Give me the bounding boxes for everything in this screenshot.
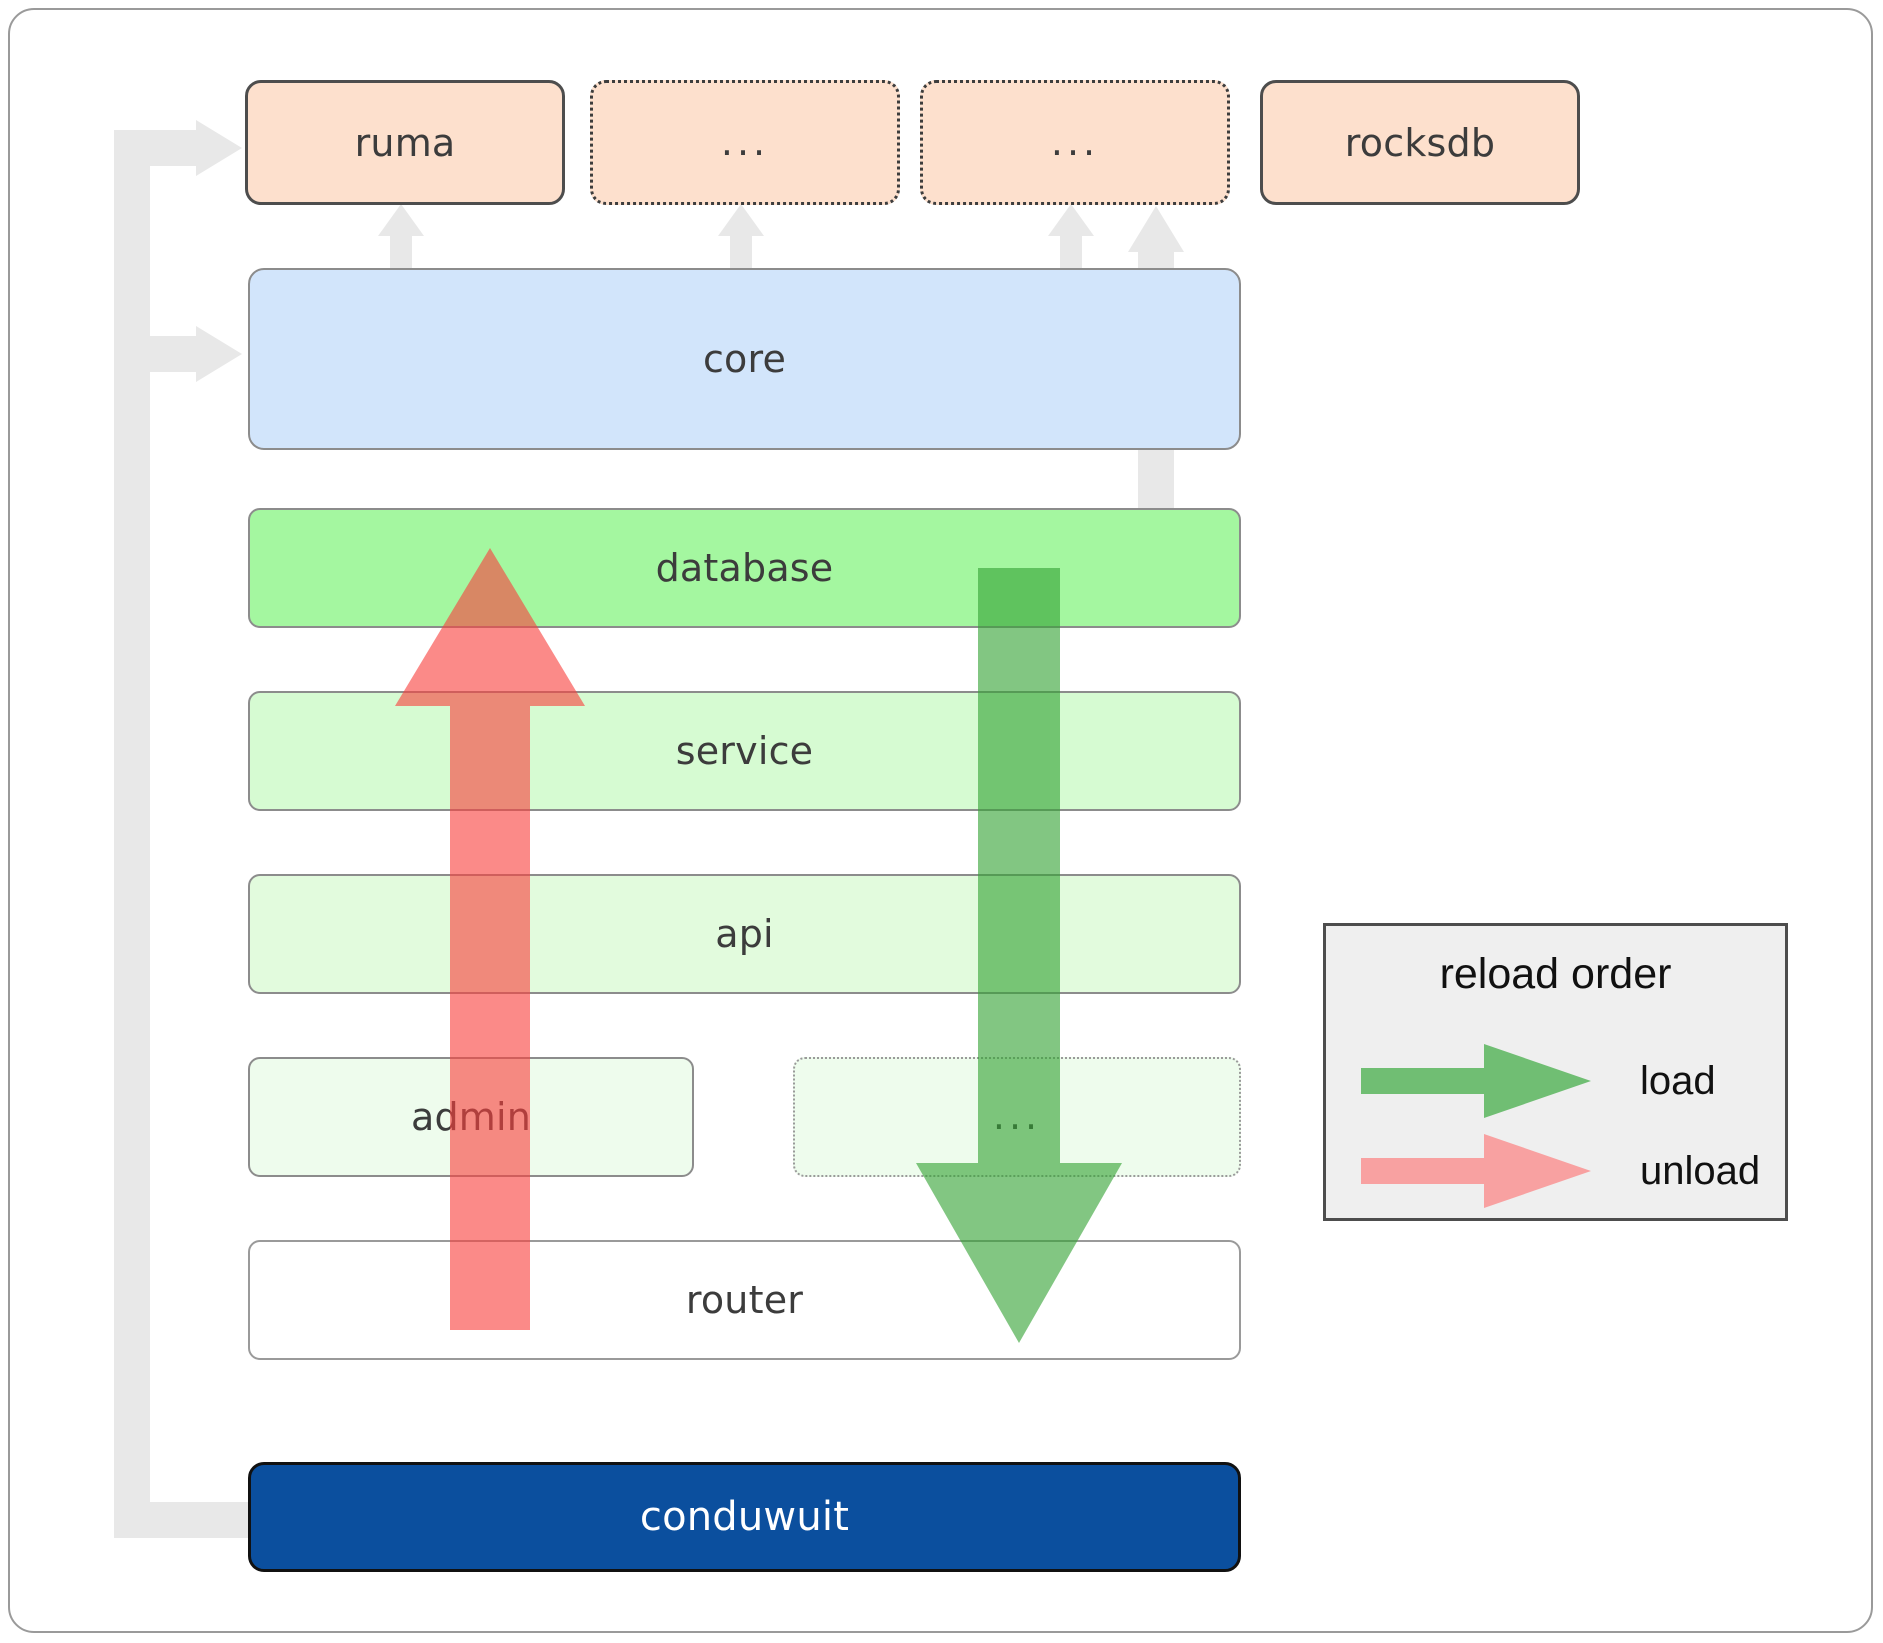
node-label: router xyxy=(685,1278,804,1322)
node-label: database xyxy=(655,546,834,590)
node-rocksdb[interactable]: rocksdb xyxy=(1260,80,1580,205)
load-arrow-icon xyxy=(1361,1044,1591,1118)
legend-item-unload: unload xyxy=(1356,1126,1761,1216)
legend-label-unload: unload xyxy=(1640,1148,1761,1193)
node-ruma[interactable]: ruma xyxy=(245,80,565,205)
node-label: api xyxy=(715,912,774,956)
node-router[interactable]: router xyxy=(248,1240,1241,1360)
node-external-2[interactable]: ... xyxy=(590,80,900,205)
node-admin[interactable]: admin xyxy=(248,1057,694,1177)
node-label: rocksdb xyxy=(1344,120,1496,165)
node-service[interactable]: service xyxy=(248,691,1241,811)
node-api[interactable]: api xyxy=(248,874,1241,994)
legend-title: reload order xyxy=(1439,950,1672,998)
unload-arrow-icon xyxy=(1361,1134,1591,1208)
node-label: admin xyxy=(410,1095,532,1139)
node-more[interactable]: ... xyxy=(793,1057,1241,1177)
node-label: service xyxy=(675,729,814,773)
node-label: conduwuit xyxy=(639,1494,850,1540)
legend-panel: reload order load unload xyxy=(1323,923,1788,1221)
legend-label-load: load xyxy=(1640,1058,1716,1103)
node-label: ... xyxy=(1050,119,1100,164)
node-database[interactable]: database xyxy=(248,508,1241,628)
node-label: core xyxy=(702,337,787,381)
diagram-frame xyxy=(8,8,1873,1633)
node-label: ruma xyxy=(354,120,456,165)
node-label: ... xyxy=(720,119,770,164)
node-core[interactable]: core xyxy=(248,268,1241,450)
legend-item-load: load xyxy=(1356,1036,1761,1126)
node-label: ... xyxy=(992,1094,1042,1139)
node-external-3[interactable]: ... xyxy=(920,80,1230,205)
node-conduwuit[interactable]: conduwuit xyxy=(248,1462,1241,1572)
